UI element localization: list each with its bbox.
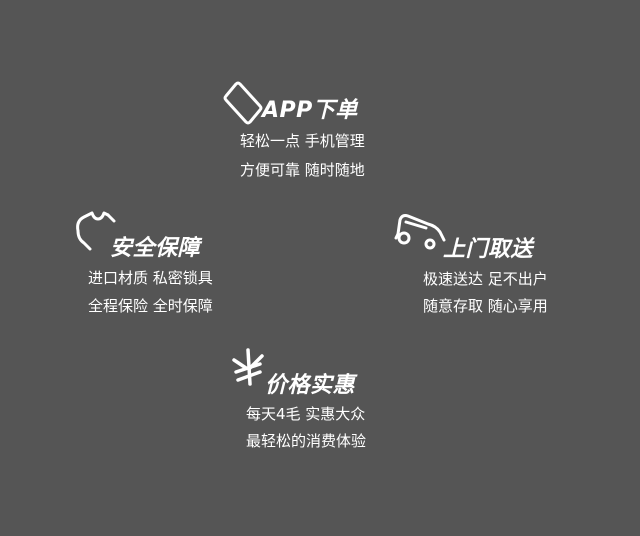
feature-line: 方便可靠 随时随地 xyxy=(240,161,365,179)
feature-line: 随意存取 随心享用 xyxy=(423,297,548,315)
feature-title: APP下单 xyxy=(262,98,358,123)
yen-icon xyxy=(228,346,266,388)
feature-title: 价格实惠 xyxy=(265,373,356,398)
car-icon xyxy=(392,210,448,250)
feature-line: 全程保险 全时保障 xyxy=(88,297,213,315)
feature-line: 每天4毛 实惠大众 xyxy=(246,405,366,423)
feature-line: 最轻松的消费体验 xyxy=(246,432,367,450)
feature-title: 安全保障 xyxy=(110,236,201,261)
phone-icon xyxy=(222,80,264,126)
feature-line: 进口材质 私密锁具 xyxy=(88,269,213,287)
feature-line: 极速送达 足不出户 xyxy=(423,270,548,288)
feature-title: 上门取送 xyxy=(443,237,534,262)
feature-line: 轻松一点 手机管理 xyxy=(240,132,365,150)
shirt-icon xyxy=(74,207,118,253)
